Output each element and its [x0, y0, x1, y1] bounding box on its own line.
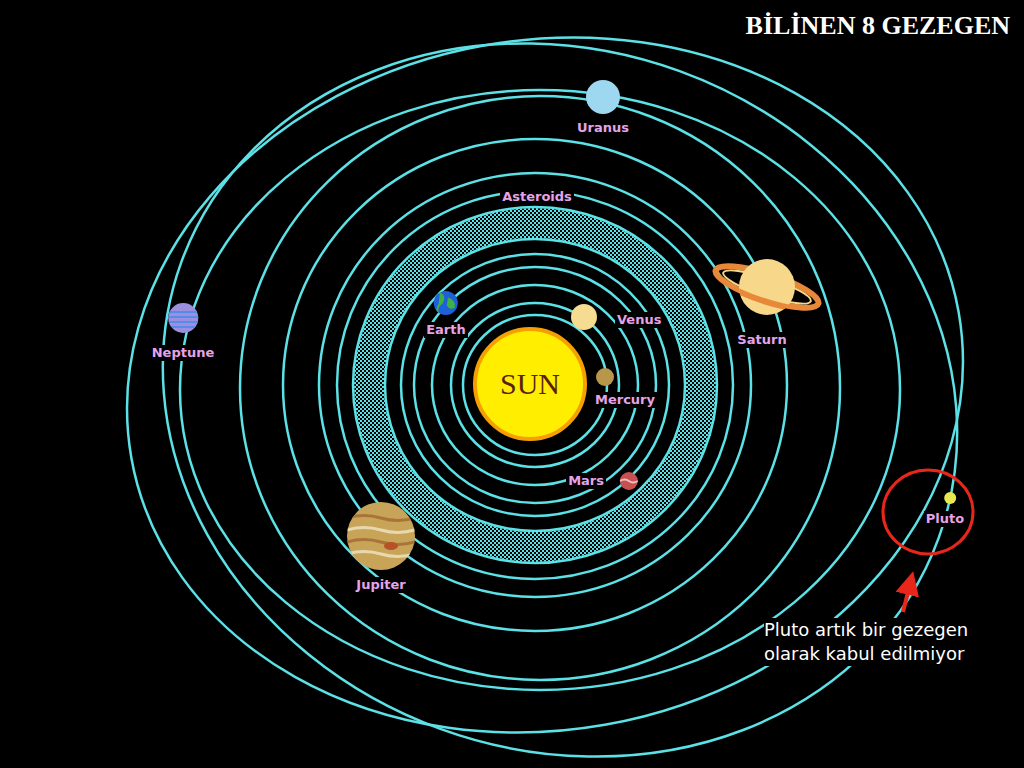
planet-node: Earth: [422, 289, 470, 340]
planet-name: Earth: [424, 322, 468, 338]
planet-name: Asteroids: [500, 189, 574, 205]
planet-name: Neptune: [150, 345, 217, 361]
note-text: Pluto artık bir gezegen olarak kabul edi…: [764, 618, 1016, 666]
planet-node: Uranus: [573, 78, 633, 138]
asteroid-band: Asteroids: [498, 187, 576, 207]
planet-node: Mars: [564, 470, 640, 492]
sun-circle: SUN: [473, 327, 587, 441]
sun-label: SUN: [500, 367, 560, 401]
planet-node: Venus: [569, 302, 665, 332]
planet-name: Saturn: [735, 332, 788, 348]
planet-node: Saturn: [709, 257, 825, 350]
orbit-rings: [62, 0, 1024, 768]
planet-node: Neptune: [148, 301, 219, 363]
callout-arrow: [903, 576, 912, 612]
planet-name: Pluto: [924, 511, 966, 527]
diagram-title: BİLİNEN 8 GEZEGEN: [742, 10, 1014, 42]
planet-node: Jupiter: [345, 500, 417, 595]
planet-node: Pluto: [922, 490, 968, 529]
planet-name: Mars: [566, 473, 606, 489]
planet-node: Mercury: [591, 366, 659, 410]
planet-name: Mercury: [593, 392, 657, 408]
planet-name: Uranus: [575, 120, 631, 136]
callout-circle: [883, 470, 973, 554]
planet-name: Jupiter: [354, 577, 407, 593]
planet-name: Venus: [615, 312, 663, 328]
asteroid-belt: [369, 223, 701, 547]
